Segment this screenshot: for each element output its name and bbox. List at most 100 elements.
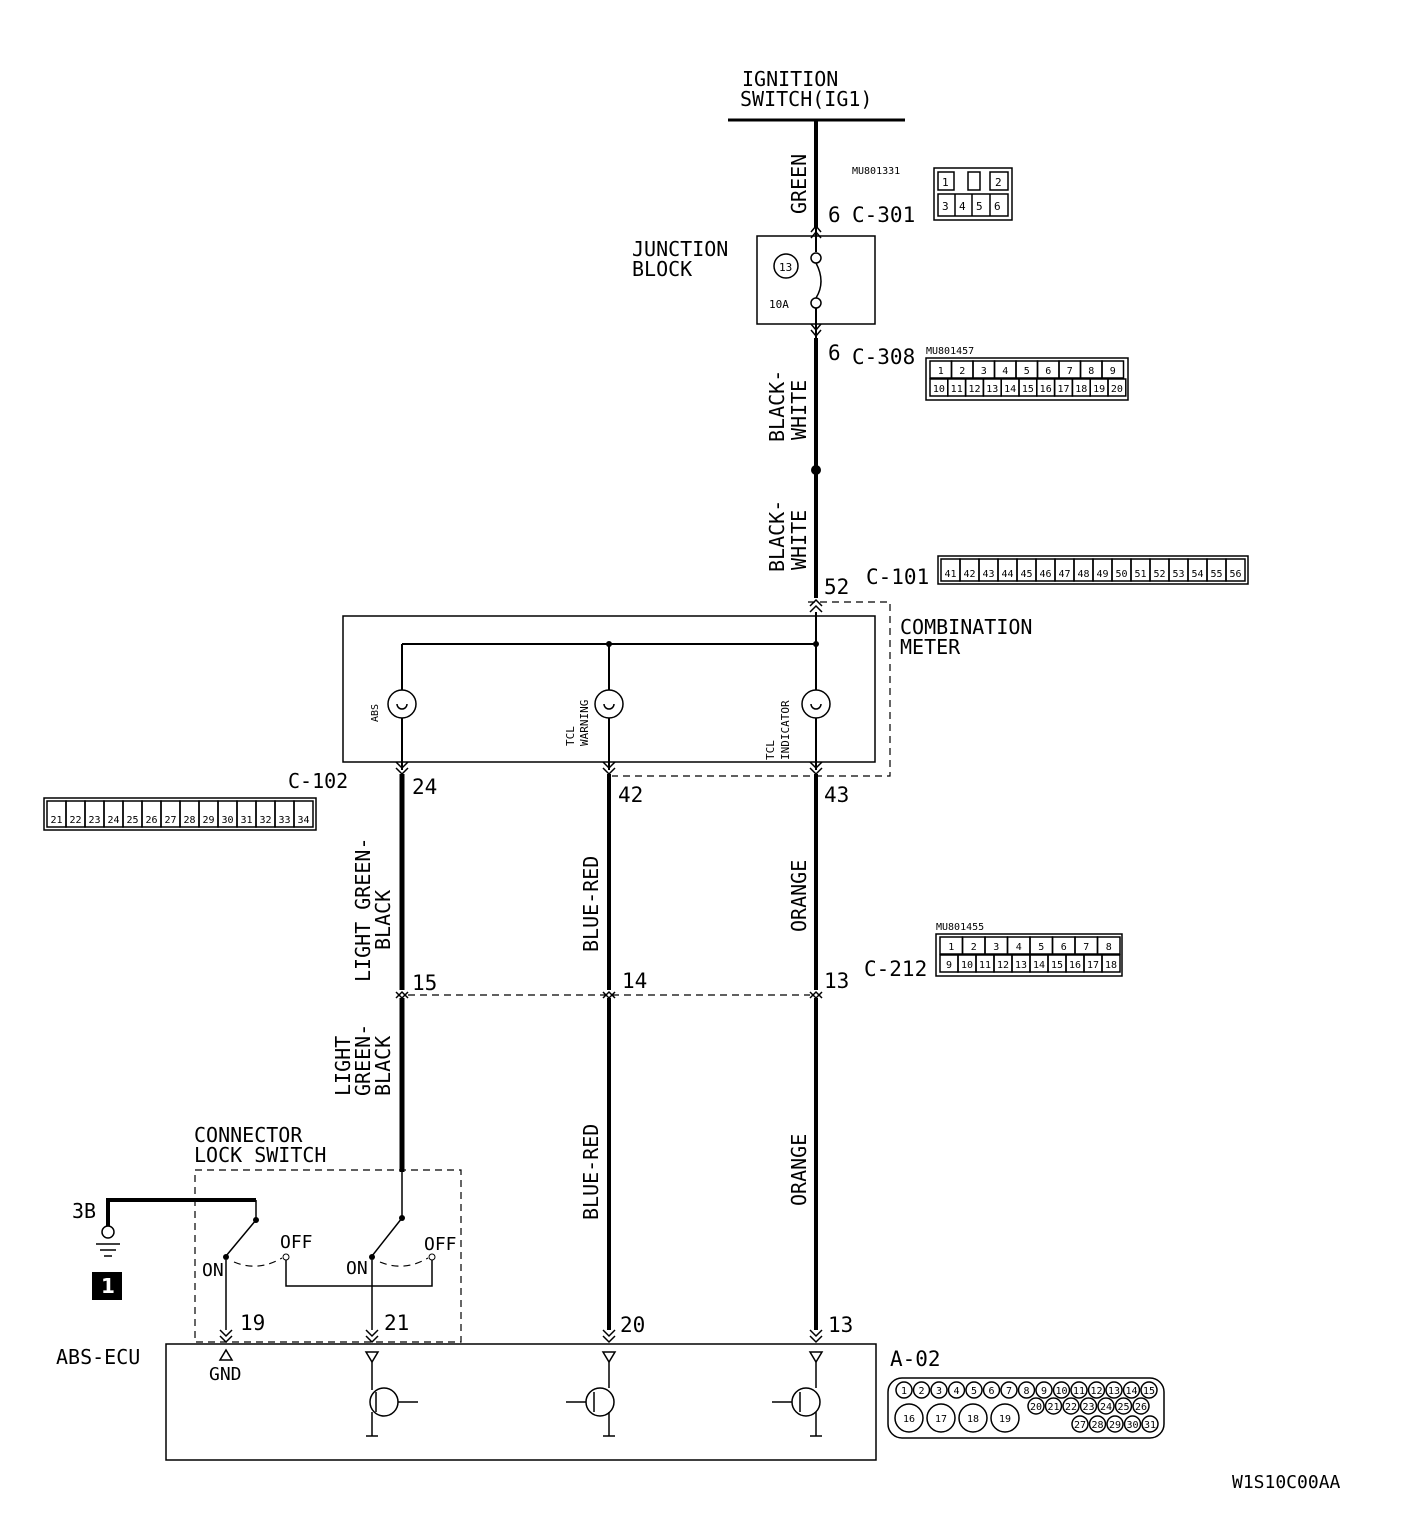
c102-pin-42: 42 <box>618 783 643 807</box>
fuse-terminal-top <box>810 252 822 264</box>
blue-red-upper-label: BLUE-RED <box>579 856 603 952</box>
c308-cell: 18 <box>1075 384 1087 395</box>
c212-cell: 14 <box>1033 960 1045 971</box>
switch1-off: OFF <box>280 1232 313 1253</box>
a02-pin-circle <box>1122 1381 1141 1399</box>
a02-pin-label: 10 <box>1055 1386 1067 1397</box>
c308-cell-box <box>1107 378 1127 397</box>
lock-switch-label-2: LOCK SWITCH <box>194 1143 326 1167</box>
a02-pin-circle <box>894 1403 924 1433</box>
c212-cell: 5 <box>1038 942 1044 953</box>
ecu-box <box>165 1343 877 1461</box>
c308-cell: 20 <box>1111 384 1123 395</box>
lgb-lower-label-2: GREEN- <box>351 1024 375 1096</box>
a02-pin-circle <box>926 1403 956 1433</box>
c101-cell: 52 <box>1153 569 1165 580</box>
a02-pin-circle <box>1087 1381 1106 1399</box>
fuse-number-circle <box>773 253 799 279</box>
c301-pin: 6 <box>828 203 841 227</box>
a02-pin-circle <box>930 1381 948 1399</box>
c101-cell: 45 <box>1020 569 1032 580</box>
c308-cell: 4 <box>1002 366 1008 377</box>
c301-id: C-301 <box>852 203 915 227</box>
lock-switch-blade-2 <box>371 1217 403 1257</box>
a02-pin-label: 3 <box>936 1386 942 1397</box>
c212-pin-15: 15 <box>412 971 437 995</box>
a02-pin-20: 20 <box>620 1313 645 1337</box>
ignition-label-1: IGNITION <box>742 67 838 91</box>
c102-cell: 32 <box>259 815 271 826</box>
c212-cell: 10 <box>961 960 973 971</box>
c212-pin-13: 13 <box>824 969 849 993</box>
c212-cell-box <box>1101 954 1121 973</box>
c101-cell: 47 <box>1058 569 1070 580</box>
orange-upper-label: ORANGE <box>787 860 811 932</box>
a02-pin-circle <box>1027 1397 1045 1415</box>
a02-pin-circle <box>912 1381 931 1399</box>
c102-id: C-102 <box>288 769 348 793</box>
c212-cell: 17 <box>1087 960 1099 971</box>
c101-cell: 53 <box>1172 569 1184 580</box>
abs-ecu: ABS-ECU 19 21 20 13 A-02 GND <box>56 1311 941 1461</box>
c212-cell: 9 <box>946 960 952 971</box>
a02-pin-circle <box>1140 1381 1158 1399</box>
bw-label-2: WHITE <box>787 380 811 440</box>
a02-pin-label: 2 <box>918 1386 924 1397</box>
c308-id: C-308 <box>852 345 915 369</box>
a02-pin-label: 17 <box>935 1414 947 1425</box>
tcl-warning-lamp <box>594 689 624 719</box>
c212-pin-14: 14 <box>622 969 647 993</box>
c301-cell: 3 <box>942 200 949 213</box>
a02-pin-label: 25 <box>1117 1402 1129 1413</box>
a02-pin-label: 26 <box>1135 1402 1147 1413</box>
lgb-upper-label-2: BLACK <box>371 890 395 950</box>
c101-cell: 42 <box>963 569 975 580</box>
switch1-on: ON <box>202 1260 224 1281</box>
transistor-pin20 <box>585 1387 615 1417</box>
switch2-on: ON <box>346 1258 368 1279</box>
a02-pin-label: 18 <box>967 1414 979 1425</box>
c212-cell: 8 <box>1106 942 1112 953</box>
lock-switch-blade-1 <box>225 1219 257 1257</box>
junction-label-1: JUNCTION <box>632 237 728 261</box>
a02-pin-label: 6 <box>988 1386 994 1397</box>
c101-id: C-101 <box>866 565 929 589</box>
fuse-terminal-bottom <box>810 297 822 309</box>
a02-pin-circle <box>1123 1415 1142 1433</box>
lgb-upper-label-1: LIGHT GREEN- <box>351 838 375 983</box>
c102-cell: 23 <box>88 815 100 826</box>
lock-switch-label-1: CONNECTOR <box>194 1123 303 1147</box>
ecu-name: ABS-ECU <box>56 1345 140 1369</box>
a02-pin-19: 19 <box>240 1311 265 1335</box>
c101-cell: 43 <box>982 569 994 580</box>
c101-cell: 55 <box>1210 569 1222 580</box>
c102-cell: 26 <box>145 815 157 826</box>
c212-cell: 1 <box>948 942 954 953</box>
c102-cell: 24 <box>107 815 119 826</box>
a02-pin-circle <box>965 1381 983 1399</box>
a02-pin-label: 11 <box>1073 1386 1085 1397</box>
a02-pin-circle <box>1035 1381 1053 1399</box>
transistor-pin13 <box>791 1387 821 1417</box>
lock-switch-dashed-box <box>194 1169 462 1343</box>
a02-pin-circle <box>1097 1397 1115 1415</box>
c212-cell: 3 <box>993 942 999 953</box>
c308-cell: 1 <box>938 366 944 377</box>
a02-pin-label: 7 <box>1006 1386 1012 1397</box>
abs-lamp-label: ABS <box>370 704 381 722</box>
ignition-label-2: SWITCH(IG1) <box>740 87 872 111</box>
c101-cell: 54 <box>1191 569 1203 580</box>
a02-pin-label: 24 <box>1100 1402 1112 1413</box>
c102-cell: 29 <box>202 815 214 826</box>
meter-label-1: COMBINATION <box>900 615 1032 639</box>
c308-cell: 10 <box>933 384 945 395</box>
a02-pin-label: 12 <box>1090 1386 1102 1397</box>
bw-label-1: BLACK- <box>765 370 789 442</box>
a02-pin-circle <box>982 1381 1001 1399</box>
lgb-lower-label-1: LIGHT <box>331 1036 355 1096</box>
a02-pin-13: 13 <box>828 1313 853 1337</box>
c101-cell: 41 <box>944 569 956 580</box>
ground-wire <box>106 1198 256 1226</box>
switch2-off: OFF <box>424 1234 457 1255</box>
